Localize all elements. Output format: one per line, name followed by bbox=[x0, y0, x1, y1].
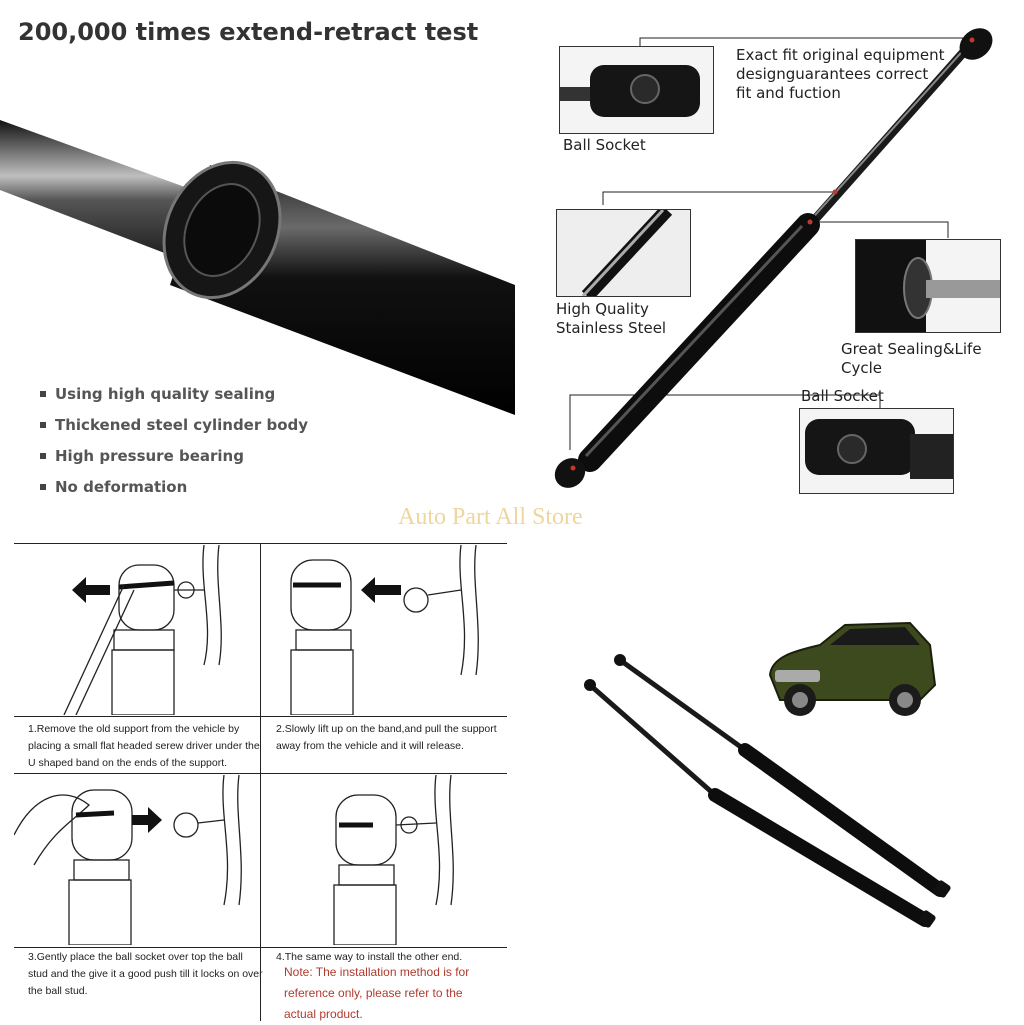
leader-line bbox=[810, 221, 949, 238]
ball-socket-icon bbox=[560, 65, 700, 117]
ball-socket-icon bbox=[805, 419, 953, 479]
step4-illustration bbox=[333, 775, 454, 945]
step2-illustration bbox=[290, 545, 479, 715]
sealing-inset bbox=[855, 239, 1001, 333]
arrow-right-icon bbox=[132, 807, 162, 833]
step1-illustration bbox=[63, 545, 222, 715]
bullet-icon bbox=[40, 391, 46, 397]
marker-dot bbox=[570, 465, 576, 471]
marker-dot bbox=[969, 37, 975, 43]
feature-item: High pressure bearing bbox=[40, 447, 308, 478]
strut-diagram bbox=[554, 28, 993, 488]
step1-text: 1.Remove the old support from the vehicl… bbox=[28, 723, 260, 769]
ball-socket-top-inset bbox=[559, 46, 714, 134]
step3-text: 3.Gently place the ball socket over top … bbox=[28, 951, 263, 997]
sealing-callout: Great Sealing&Life Cycle bbox=[841, 340, 982, 377]
arrow-left-icon bbox=[72, 577, 110, 603]
feature-item: Using high quality sealing bbox=[40, 385, 308, 416]
steel-callout: High Quality Stainless Steel bbox=[556, 300, 667, 337]
steel-inset bbox=[556, 209, 691, 297]
leader-line bbox=[639, 37, 972, 47]
leader-line bbox=[602, 191, 835, 205]
feature-item: Thickened steel cylinder body bbox=[40, 416, 308, 447]
step3-illustration bbox=[14, 775, 242, 945]
installation-steps: 1.Remove the old support from the vehicl… bbox=[14, 543, 507, 1021]
store-watermark: Auto Part All Store bbox=[398, 504, 583, 530]
steps-grid-lines bbox=[14, 543, 507, 1021]
marker-dot bbox=[807, 219, 813, 225]
strut-pair-photo bbox=[584, 654, 951, 928]
suv-photo bbox=[768, 621, 937, 716]
feature-item: No deformation bbox=[40, 478, 308, 509]
installation-note: Note: The installation method is for ref… bbox=[284, 965, 470, 1021]
ball-socket-top-label: Ball Socket bbox=[563, 136, 646, 154]
arrow-left-icon bbox=[361, 577, 401, 603]
ball-socket-bottom-label: Ball Socket bbox=[801, 387, 884, 405]
strut-closeup-photo bbox=[0, 120, 515, 415]
steel-rod-icon bbox=[581, 210, 673, 296]
feature-list: Using high quality sealing Thickened ste… bbox=[40, 385, 308, 509]
exact-fit-callout: Exact fit original equipment designguara… bbox=[736, 46, 945, 102]
ball-socket-bottom-inset bbox=[799, 408, 954, 494]
marker-dot bbox=[832, 189, 838, 195]
leader-line bbox=[569, 394, 881, 450]
step4-text: 4.The same way to install the other end. bbox=[276, 951, 463, 963]
page-heading: 200,000 times extend-retract test bbox=[18, 18, 479, 46]
bullet-icon bbox=[40, 453, 46, 459]
seal-icon bbox=[856, 240, 1000, 332]
bullet-icon bbox=[40, 484, 46, 490]
step2-text: 2.Slowly lift up on the band,and pull th… bbox=[276, 723, 497, 752]
bullet-icon bbox=[40, 422, 46, 428]
